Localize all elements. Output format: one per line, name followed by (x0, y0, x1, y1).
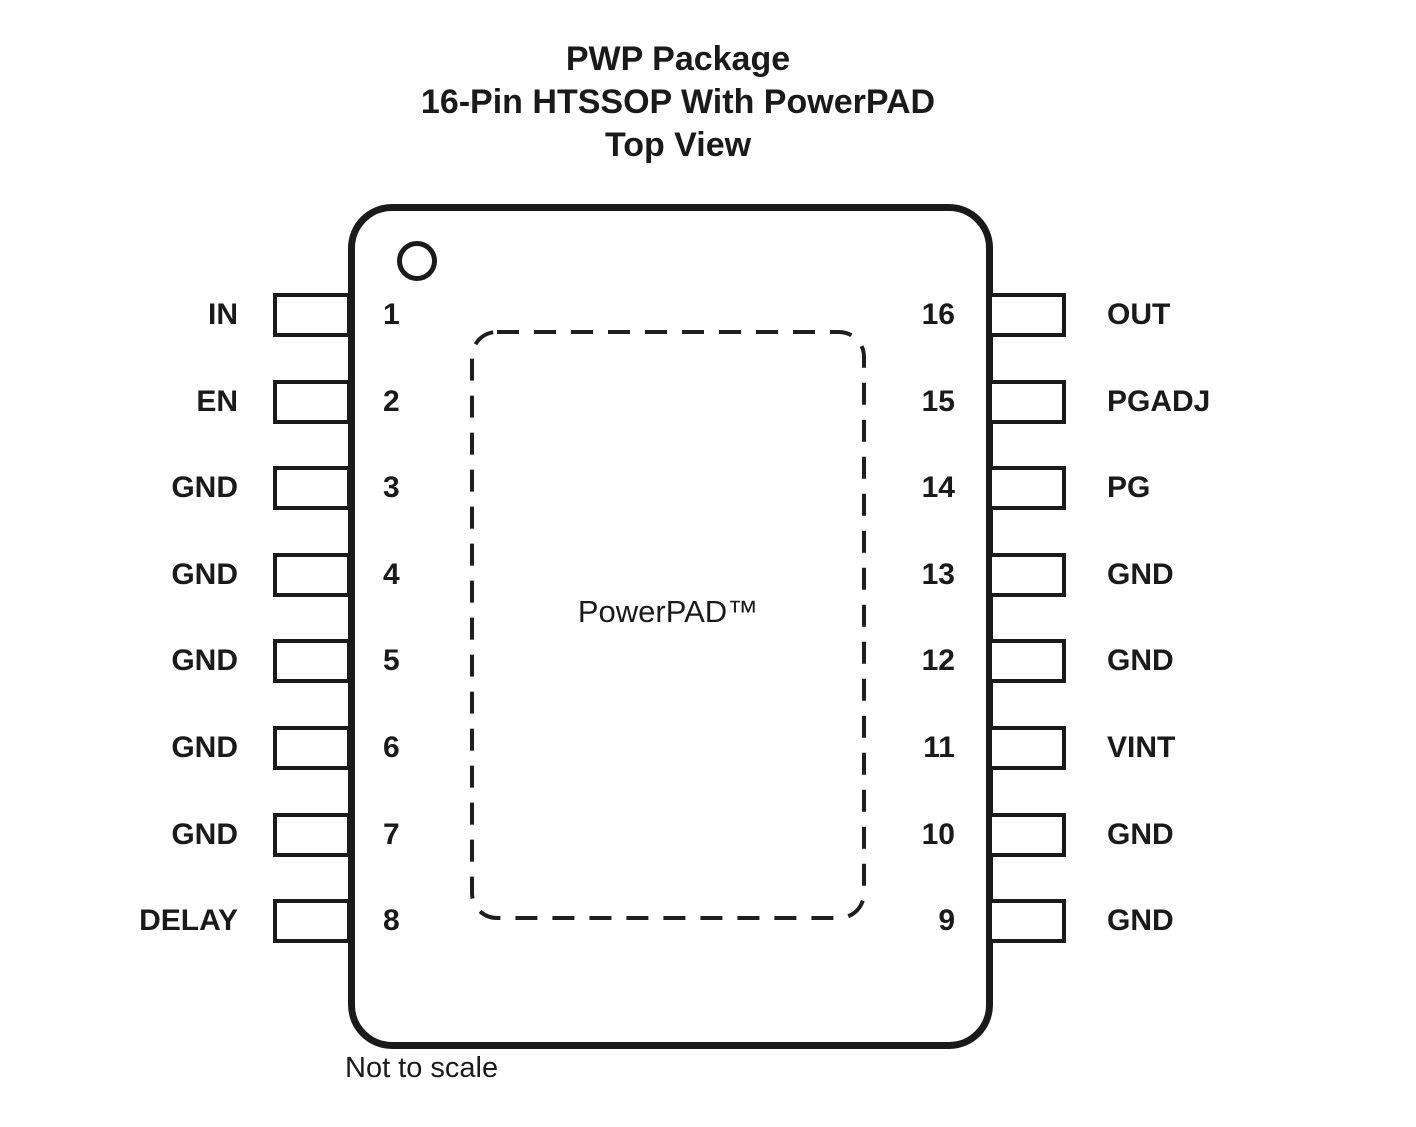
pin-11-number: 11 (923, 731, 955, 764)
title-line-view: Top View (604, 126, 752, 164)
pin-13-number: 13 (921, 558, 955, 591)
pin-14-lead (988, 466, 1066, 510)
pin-13-label: GND (1107, 558, 1174, 591)
powerpad-dashed-region (470, 330, 866, 920)
pin-4-number: 4 (383, 558, 400, 591)
pin-15-lead (988, 380, 1066, 424)
pin-9-label: GND (1107, 904, 1174, 937)
pin-4-label: GND (171, 558, 238, 591)
pin-12-number: 12 (921, 644, 955, 677)
pin-2-lead (273, 380, 351, 424)
pin-13-lead (988, 553, 1066, 597)
pin-5-lead (273, 639, 351, 683)
pin1-indicator-icon (397, 241, 437, 281)
pin-8-number: 8 (383, 904, 400, 937)
pin-2-label: EN (196, 385, 238, 418)
chip-body-outline (348, 204, 993, 1049)
pin-10-label: GND (1107, 818, 1174, 851)
pin-10-lead (988, 813, 1066, 857)
pin-7-label: GND (171, 818, 238, 851)
pin-8-lead (273, 899, 351, 943)
pin-1-number: 1 (383, 298, 400, 331)
pin-16-lead (988, 293, 1066, 337)
pin-12-label: GND (1107, 644, 1174, 677)
pin-15-label: PGADJ (1107, 385, 1211, 418)
scale-footnote: Not to scale (345, 1052, 499, 1084)
pin-1-label: IN (208, 298, 238, 331)
pin-10-number: 10 (921, 818, 955, 851)
pin-6-label: GND (171, 731, 238, 764)
pin-6-lead (273, 726, 351, 770)
pin-3-lead (273, 466, 351, 510)
pin-11-label: VINT (1107, 731, 1176, 764)
title-line-package: PWP Package (565, 40, 791, 78)
pin-1-lead (273, 293, 351, 337)
pin-5-label: GND (171, 644, 238, 677)
pin-8-label: DELAY (139, 904, 238, 937)
pin-3-label: GND (171, 471, 238, 504)
pin-2-number: 2 (383, 385, 400, 418)
pin-12-lead (988, 639, 1066, 683)
diagram-title: PWP Package 16-Pin HTSSOP With PowerPAD … (0, 38, 1356, 167)
pin-6-number: 6 (383, 731, 400, 764)
pin-5-number: 5 (383, 644, 400, 677)
pin-3-number: 3 (383, 471, 400, 504)
pin-14-label: PG (1107, 471, 1151, 504)
pin-7-lead (273, 813, 351, 857)
pin-16-number: 16 (921, 298, 955, 331)
pin-4-lead (273, 553, 351, 597)
pin-14-number: 14 (921, 471, 955, 504)
pin-16-label: OUT (1107, 298, 1171, 331)
pin-11-lead (988, 726, 1066, 770)
pin-15-number: 15 (921, 385, 955, 418)
title-line-pincount: 16-Pin HTSSOP With PowerPAD (420, 83, 936, 121)
pin-7-number: 7 (383, 818, 400, 851)
powerpad-label: PowerPAD™ (577, 594, 759, 629)
pin-9-number: 9 (938, 904, 955, 937)
pin-9-lead (988, 899, 1066, 943)
